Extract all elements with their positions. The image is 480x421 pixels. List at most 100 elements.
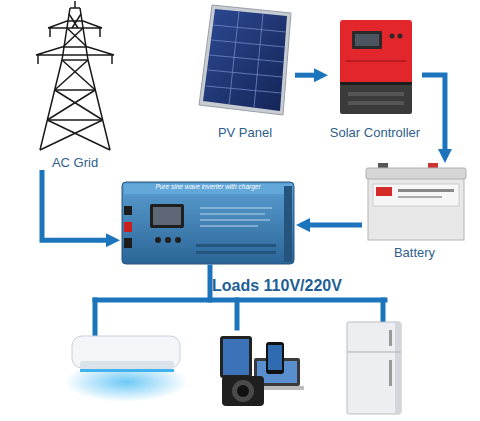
panel-cells (203, 9, 287, 111)
battery-label (373, 184, 459, 206)
flow-arrow (295, 73, 314, 78)
node-label: PV Panel (218, 125, 272, 140)
battery-print (398, 189, 454, 192)
ac-vent (80, 361, 174, 369)
fridge-door-line (347, 352, 401, 353)
tower-brace (47, 120, 110, 150)
tower-brace (47, 119, 102, 121)
battery-node: Battery (362, 163, 467, 260)
insulator (37, 55, 39, 64)
inverter-illustration (122, 182, 294, 264)
controller-divider (340, 82, 412, 85)
grid-line (206, 86, 281, 93)
ac-light (80, 369, 174, 372)
inverter-button (155, 237, 161, 243)
tower-brace (62, 59, 88, 61)
tower-brace (55, 60, 88, 90)
grid-line (212, 40, 285, 47)
load-wire (93, 300, 98, 334)
load-wire (235, 300, 240, 328)
print-line (200, 213, 265, 214)
tower-brace (63, 28, 83, 47)
print-line (200, 225, 258, 226)
air-conditioner-illustration (64, 336, 188, 402)
inverter-print (200, 208, 272, 226)
battery-body (368, 174, 464, 240)
print-line (200, 219, 270, 220)
insulator (49, 28, 51, 37)
tower-spire (74, 1, 76, 8)
inverter-terminal (124, 238, 132, 248)
controller-display (355, 34, 379, 46)
inverter-button (165, 237, 171, 243)
solar-controller-node: Solar Controller (328, 15, 422, 140)
battery-print (398, 196, 442, 198)
inverter-node: Pure sine wave inverter with charger (120, 180, 296, 266)
panel-frame (199, 5, 291, 115)
controller-base (340, 84, 412, 114)
node-label: Battery (394, 245, 435, 260)
tower-crossarm (36, 47, 114, 55)
pv-panel-illustration (199, 5, 291, 115)
camera (222, 376, 264, 406)
tower-brace (67, 28, 87, 47)
refrigerator-illustration (347, 322, 401, 414)
fridge-body (347, 322, 401, 414)
inverter-display (153, 207, 181, 225)
inverter-end (284, 186, 292, 262)
grid-line (254, 14, 263, 108)
inverter-terminal (124, 206, 132, 215)
controller-vent (348, 101, 404, 105)
controller-vent (348, 92, 404, 96)
camera-lens (232, 380, 254, 402)
tower-brace (72, 14, 81, 28)
flow-arrow (422, 75, 445, 149)
controller-body (340, 20, 412, 86)
node-label: AC Grid (52, 155, 98, 170)
load-wiring (95, 267, 385, 334)
flow-arrow (42, 170, 106, 240)
inverter-button (175, 237, 181, 243)
battery-logo (376, 187, 392, 196)
inverter-vent (196, 251, 276, 254)
electronics-illustration (220, 336, 304, 406)
grid-line (208, 70, 283, 77)
tablet-screen (223, 339, 249, 375)
controller-screen (352, 31, 382, 49)
tower-brace (70, 7, 80, 9)
ac-body (72, 336, 180, 368)
controller-button (390, 34, 395, 39)
print-line (200, 207, 272, 208)
pv-panel-node: PV Panel (195, 5, 295, 140)
grid-line (210, 55, 284, 62)
insulator (99, 28, 101, 37)
inverter-terminal (124, 222, 132, 232)
ac-glow (64, 362, 188, 402)
inverter-body (122, 182, 294, 264)
fridge-side (395, 322, 401, 414)
inverter-screen (150, 204, 184, 228)
tower-symbol (36, 1, 114, 150)
battery-lid (366, 168, 466, 179)
inverter-top (124, 184, 292, 194)
node-label: Pure sine wave inverter with charger (155, 183, 260, 191)
inverter-vent (196, 244, 276, 247)
tower-brace (40, 120, 103, 150)
fridge-handle (389, 360, 392, 386)
ac-grid-node: AC Grid (20, 5, 130, 170)
load-bus (95, 298, 385, 303)
loads-label: Loads 110V/220V (212, 276, 342, 295)
load-wire (208, 267, 213, 300)
tower-brace (55, 89, 96, 91)
camera-lens (237, 385, 249, 397)
load-wire (381, 300, 386, 320)
panel-grid (206, 12, 286, 108)
insulator (111, 55, 113, 64)
flow-arrow (310, 223, 362, 228)
solar-controller-illustration (340, 20, 412, 114)
tablet (220, 336, 252, 378)
